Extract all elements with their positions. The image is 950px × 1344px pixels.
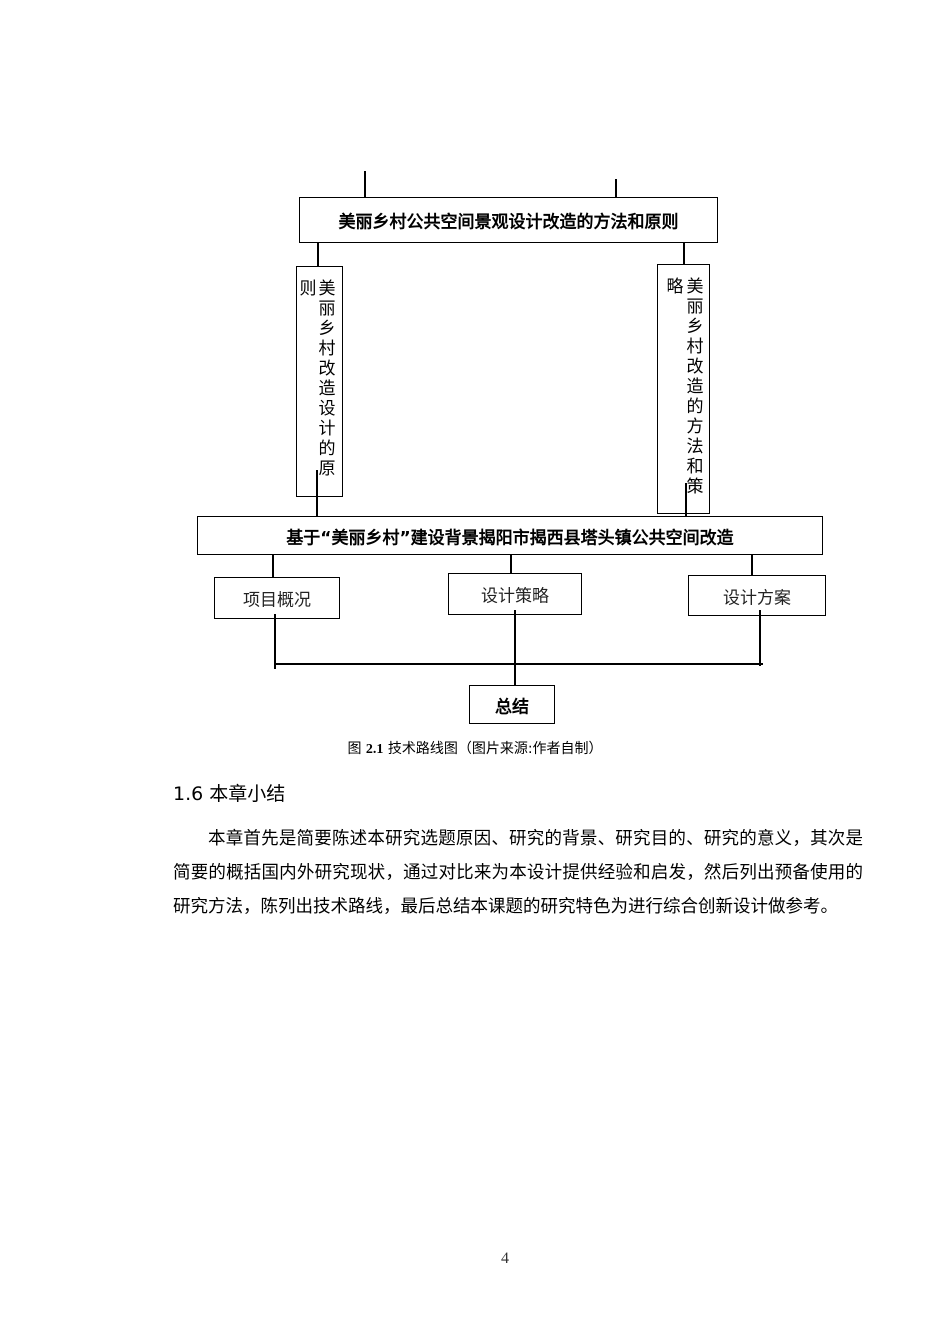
section-paragraph: 本章首先是简要陈述本研究选题原因、研究的背景、研究目的、研究的意义，其次是简要的… (173, 829, 863, 917)
vertical-char: 设 (318, 399, 336, 419)
connector-line (759, 610, 761, 666)
right-vertical-box-strategies (657, 264, 710, 514)
section-heading: 1.6 本章小结 (173, 783, 286, 805)
connector-line (685, 483, 687, 517)
vertical-char: 造 (318, 379, 336, 399)
page-number: 4 (501, 1250, 509, 1267)
summary-box-label: 总结 (495, 697, 529, 717)
vertical-char: 造 (686, 377, 704, 397)
connector-line (272, 555, 274, 578)
figure-caption: 图 2.1 技术路线图（图片来源:作者自制） (0, 738, 950, 758)
node-project-overview: 项目概况 (214, 577, 340, 619)
vertical-char: 美 (686, 277, 704, 297)
caption-text: 技术路线图（图片来源:作者自制） (387, 741, 603, 757)
middle-box-label: 基于“美丽乡村”建设背景揭阳市揭西县塔头镇公共空间改造 (286, 528, 734, 548)
vertical-char: 和 (686, 457, 704, 477)
vertical-char: 改 (686, 357, 704, 377)
connector-line (364, 171, 366, 198)
vertical-char: 策 (686, 477, 704, 497)
connector-line (316, 470, 318, 517)
connector-line (317, 243, 319, 276)
node-label: 设计方案 (723, 588, 791, 608)
vertical-char: 略 (666, 277, 684, 297)
connector-line (510, 555, 512, 574)
vertical-char: 丽 (686, 297, 704, 317)
connector-line (274, 614, 276, 669)
vertical-char: 改 (318, 359, 336, 379)
summary-box: 总结 (469, 685, 555, 724)
left-vertical-col-right: 美 丽 乡 村 改 造 设 计 的 原 (318, 279, 336, 479)
middle-box-project-background: 基于“美丽乡村”建设背景揭阳市揭西县塔头镇公共空间改造 (197, 516, 823, 555)
connector-line (683, 243, 685, 265)
vertical-char: 美 (318, 279, 336, 299)
caption-number: 2.1 (365, 742, 384, 757)
connector-line (751, 555, 753, 576)
right-vertical-col-left: 略 (666, 277, 684, 297)
node-label: 设计策略 (481, 586, 549, 607)
vertical-char: 村 (686, 337, 704, 357)
right-vertical-col-right: 美 丽 乡 村 改 造 的 方 法 和 策 (686, 277, 704, 497)
vertical-char: 方 (686, 417, 704, 437)
vertical-char: 乡 (318, 319, 336, 339)
node-design-plan: 设计方案 (688, 575, 826, 616)
caption-prefix: 图 (347, 741, 362, 757)
left-vertical-box-principles (296, 266, 343, 497)
vertical-char: 的 (318, 439, 336, 459)
vertical-char: 的 (686, 397, 704, 417)
left-vertical-col-left: 则 (299, 279, 317, 299)
node-label: 项目概况 (243, 590, 311, 611)
top-box-methods-principles: 美丽乡村公共空间景观设计改造的方法和原则 (299, 197, 718, 243)
vertical-char: 乡 (686, 317, 704, 337)
connector-line (514, 610, 516, 702)
vertical-char: 计 (318, 419, 336, 439)
vertical-char: 则 (299, 279, 317, 299)
vertical-char: 原 (318, 459, 336, 479)
vertical-char: 村 (318, 339, 336, 359)
top-box-label: 美丽乡村公共空间景观设计改造的方法和原则 (338, 212, 679, 233)
connector-line (615, 179, 617, 198)
vertical-char: 丽 (318, 299, 336, 319)
vertical-char: 法 (686, 437, 704, 457)
node-design-strategy: 设计策略 (448, 573, 582, 615)
horizontal-bus-line (274, 663, 763, 665)
